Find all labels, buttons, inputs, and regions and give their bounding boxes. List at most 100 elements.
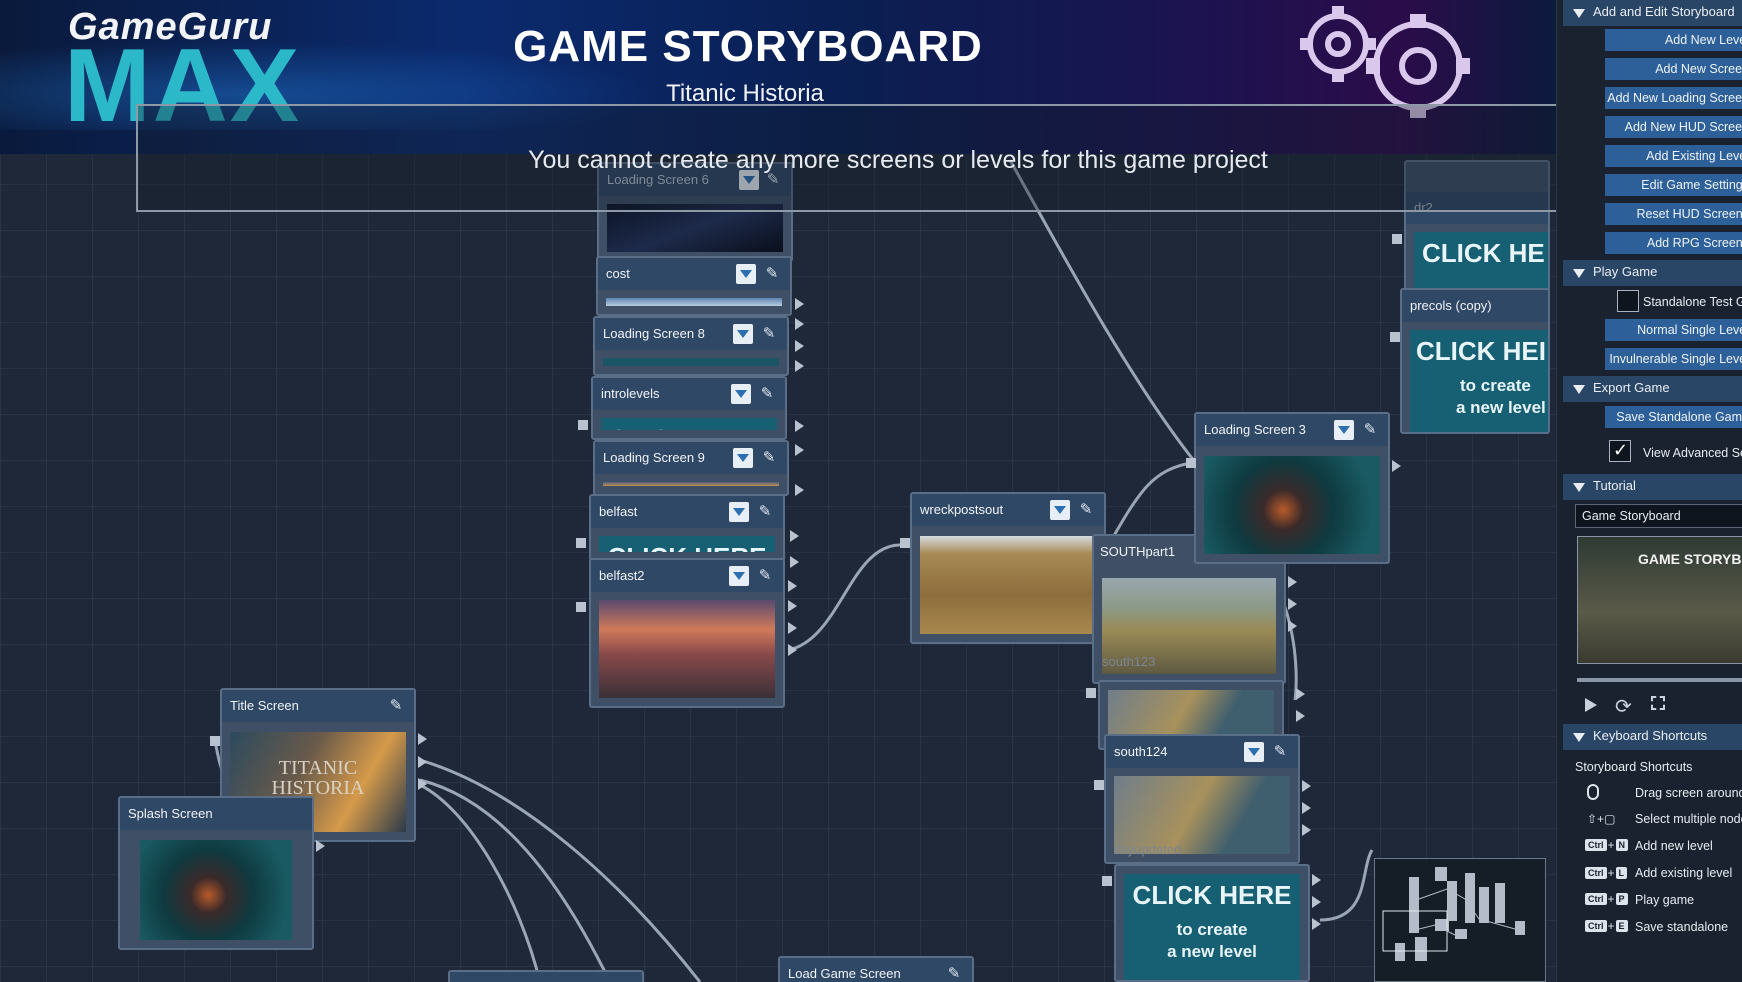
- node-introlevels[interactable]: introlevels ✎ CLICK HERE: [591, 376, 787, 440]
- output-pin[interactable]: [316, 840, 325, 852]
- node-splash-screen[interactable]: Splash Screen: [118, 796, 314, 950]
- replay-icon[interactable]: ⟳: [1615, 696, 1632, 718]
- save-standalone-button[interactable]: Save Standalone Game: [1605, 406, 1742, 428]
- edit-pencil-icon[interactable]: ✎: [766, 171, 780, 188]
- standalone-test-checkbox[interactable]: [1617, 290, 1639, 312]
- node-partial-bottom[interactable]: [448, 970, 644, 982]
- input-pin[interactable]: [1392, 234, 1402, 244]
- output-pin[interactable]: [788, 644, 797, 656]
- node-dropdown[interactable]: [733, 324, 753, 344]
- node-dropdown[interactable]: [733, 448, 753, 468]
- node-dropdown[interactable]: [739, 170, 759, 190]
- output-pin[interactable]: [1296, 688, 1305, 700]
- normal-single-level-button[interactable]: Normal Single Level: [1605, 319, 1742, 341]
- input-pin[interactable]: [1094, 780, 1104, 790]
- section-add-edit-storyboard[interactable]: Add and Edit Storyboard: [1563, 0, 1742, 26]
- edit-pencil-icon[interactable]: ✎: [758, 567, 772, 584]
- input-pin[interactable]: [210, 736, 220, 746]
- add-rpg-screens-button[interactable]: Add RPG Screens: [1605, 232, 1742, 254]
- add-new-level-button[interactable]: Add New Level: [1605, 29, 1742, 51]
- view-advanced-checkbox[interactable]: [1609, 440, 1631, 462]
- output-pin[interactable]: [795, 484, 804, 496]
- input-pin[interactable]: [1102, 876, 1112, 886]
- output-pin[interactable]: [418, 733, 427, 745]
- node-loading-screen-8[interactable]: Loading Screen 8 ✎: [593, 316, 789, 376]
- storyboard-minimap[interactable]: [1374, 858, 1546, 982]
- input-pin[interactable]: [1186, 458, 1196, 468]
- section-tutorial[interactable]: Tutorial: [1563, 474, 1742, 500]
- invulnerable-single-level-button[interactable]: Invulnerable Single Level: [1605, 348, 1742, 370]
- section-export-game[interactable]: Export Game: [1563, 376, 1742, 402]
- node-cost[interactable]: cost ✎: [596, 256, 792, 316]
- output-pin[interactable]: [795, 298, 804, 310]
- output-pin[interactable]: [1288, 598, 1297, 610]
- edit-pencil-icon[interactable]: ✎: [762, 449, 776, 466]
- add-new-screen-button[interactable]: Add New Screen: [1605, 58, 1742, 80]
- section-play-game[interactable]: Play Game: [1563, 260, 1742, 286]
- output-pin[interactable]: [1288, 576, 1297, 588]
- output-pin[interactable]: [795, 318, 804, 330]
- edit-pencil-icon[interactable]: ✎: [947, 965, 961, 982]
- output-pin[interactable]: [790, 530, 799, 542]
- output-pin[interactable]: [1302, 780, 1311, 792]
- node-dropdown[interactable]: [736, 264, 756, 284]
- output-pin[interactable]: [790, 556, 799, 568]
- node-belfast2[interactable]: belfast2 ✎: [589, 558, 785, 708]
- input-pin[interactable]: [576, 538, 586, 548]
- add-new-loading-screen-button[interactable]: Add New Loading Screen: [1605, 87, 1742, 109]
- node-loading-screen-6[interactable]: Loading Screen 6 ✎: [597, 162, 793, 262]
- node-dropdown[interactable]: [731, 384, 751, 404]
- output-pin[interactable]: [1302, 824, 1311, 836]
- storyboard-canvas[interactable]: Loading Screen 6 ✎ cost ✎ Loading Screen…: [0, 0, 1556, 982]
- tutorial-video-preview[interactable]: GAME STORYBOARD: [1577, 536, 1742, 664]
- output-pin[interactable]: [1312, 896, 1321, 908]
- video-progress-bar[interactable]: [1577, 678, 1742, 682]
- node-south124[interactable]: south124 ✎ dsyupdated: [1104, 734, 1300, 864]
- edit-pencil-icon[interactable]: ✎: [765, 265, 779, 282]
- input-pin[interactable]: [900, 538, 910, 548]
- reset-hud-screens-button[interactable]: Reset HUD Screens: [1605, 203, 1742, 225]
- edit-pencil-icon[interactable]: ✎: [389, 697, 403, 714]
- node-dr2[interactable]: dr2 CLICK HE: [1404, 160, 1550, 300]
- node-loading-screen-9[interactable]: Loading Screen 9 ✎: [593, 440, 789, 496]
- tutorial-select[interactable]: Game Storyboard: [1575, 504, 1742, 528]
- node-load-game-screen[interactable]: Load Game Screen ✎: [778, 956, 974, 982]
- node-belfast[interactable]: belfast ✎ CLICK HERE: [589, 494, 785, 562]
- input-pin[interactable]: [1390, 332, 1400, 342]
- output-pin[interactable]: [788, 600, 797, 612]
- input-pin[interactable]: [1086, 688, 1096, 698]
- edit-pencil-icon[interactable]: ✎: [1363, 421, 1377, 438]
- input-pin[interactable]: [576, 602, 586, 612]
- new-level-button[interactable]: CLICK HERE to create a new level: [1124, 874, 1300, 980]
- output-pin[interactable]: [1296, 710, 1305, 722]
- output-pin[interactable]: [788, 580, 797, 592]
- edit-game-settings-button[interactable]: Edit Game Settings: [1605, 174, 1742, 196]
- output-pin[interactable]: [795, 340, 804, 352]
- edit-pencil-icon[interactable]: ✎: [1079, 501, 1093, 518]
- output-pin[interactable]: [1302, 802, 1311, 814]
- fullscreen-icon[interactable]: [1651, 696, 1665, 710]
- output-pin[interactable]: [418, 778, 427, 790]
- output-pin[interactable]: [1288, 620, 1297, 632]
- input-pin[interactable]: [578, 420, 588, 430]
- node-dropdown[interactable]: [1050, 500, 1070, 520]
- add-new-hud-screen-button[interactable]: Add New HUD Screen: [1605, 116, 1742, 138]
- output-pin[interactable]: [795, 420, 804, 432]
- node-dropdown[interactable]: [729, 566, 749, 586]
- edit-pencil-icon[interactable]: ✎: [1273, 743, 1287, 760]
- section-keyboard-shortcuts[interactable]: Keyboard Shortcuts: [1563, 724, 1742, 750]
- output-pin[interactable]: [418, 756, 427, 768]
- output-pin[interactable]: [1392, 460, 1401, 472]
- node-precols-copy[interactable]: precols (copy) CLICK HEI to create a new…: [1400, 288, 1550, 434]
- output-pin[interactable]: [795, 444, 804, 456]
- node-dropdown[interactable]: [729, 502, 749, 522]
- output-pin[interactable]: [788, 622, 797, 634]
- node-loading-screen-3[interactable]: Loading Screen 3 ✎: [1194, 412, 1390, 564]
- edit-pencil-icon[interactable]: ✎: [758, 503, 772, 520]
- node-dropdown[interactable]: [1244, 742, 1264, 762]
- play-icon[interactable]: [1585, 698, 1597, 712]
- node-dropdown[interactable]: [1334, 420, 1354, 440]
- output-pin[interactable]: [1312, 874, 1321, 886]
- output-pin[interactable]: [795, 360, 804, 372]
- edit-pencil-icon[interactable]: ✎: [760, 385, 774, 402]
